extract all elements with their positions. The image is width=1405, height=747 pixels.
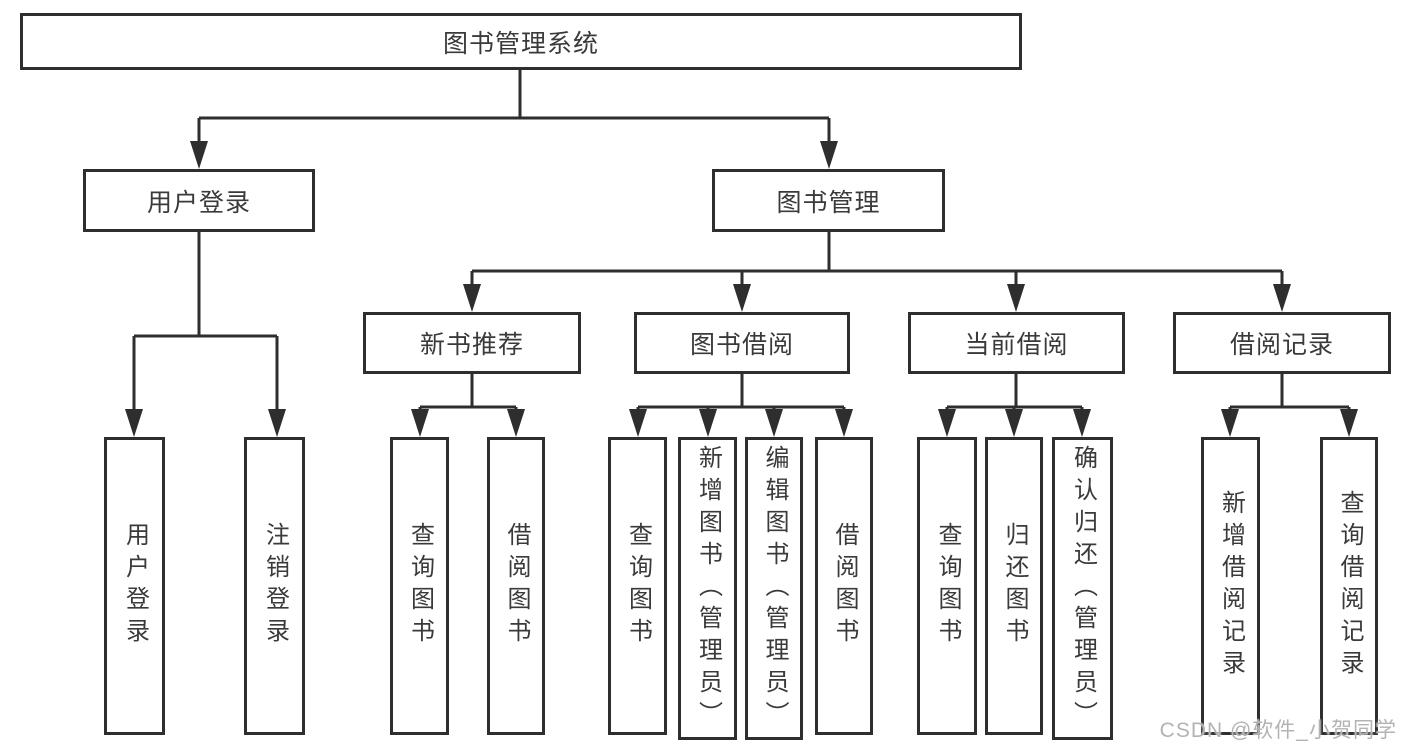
leaf-logout-label: 注销登录 <box>261 522 289 650</box>
leaf-edit-books-admin: 编辑图书（管理员） <box>745 437 803 740</box>
leaf-add-books-admin: 新增图书（管理员） <box>678 437 737 740</box>
node-book-management: 图书管理 <box>712 169 945 232</box>
leaf-query-books-3-label: 查询图书 <box>934 522 961 650</box>
leaf-query-books-2: 查询图书 <box>608 437 667 735</box>
leaf-return-books-label: 归还图书 <box>1001 522 1028 650</box>
node-borrowing-records: 借阅记录 <box>1173 312 1391 374</box>
leaf-query-books-1: 查询图书 <box>390 437 449 735</box>
leaf-borrow-books-2-label: 借阅图书 <box>831 522 858 650</box>
node-root: 图书管理系统 <box>20 13 1022 70</box>
leaf-query-books-3: 查询图书 <box>917 437 977 735</box>
leaf-confirm-return-admin-label: 确认归还（管理员） <box>1069 444 1097 733</box>
leaf-borrow-books-1: 借阅图书 <box>487 437 545 735</box>
leaf-add-borrow-record-label: 新增借阅记录 <box>1217 490 1245 682</box>
leaf-borrow-books-2: 借阅图书 <box>815 437 873 735</box>
leaf-add-borrow-record: 新增借阅记录 <box>1201 437 1260 735</box>
node-user-login: 用户登录 <box>83 169 315 232</box>
leaf-user-login-label: 用户登录 <box>121 522 149 650</box>
node-new-book-recommend: 新书推荐 <box>363 312 581 374</box>
leaf-user-login: 用户登录 <box>104 437 165 735</box>
leaf-query-borrow-record-label: 查询借阅记录 <box>1336 490 1363 682</box>
leaf-logout: 注销登录 <box>244 437 305 735</box>
leaf-add-books-admin-label: 新增图书（管理员） <box>694 444 722 733</box>
node-book-borrowing: 图书借阅 <box>634 312 850 374</box>
node-current-borrowing: 当前借阅 <box>908 312 1125 374</box>
leaf-query-borrow-record: 查询借阅记录 <box>1320 437 1378 735</box>
leaf-borrow-books-1-label: 借阅图书 <box>503 522 530 650</box>
leaf-return-books: 归还图书 <box>985 437 1043 735</box>
leaf-confirm-return-admin: 确认归还（管理员） <box>1052 437 1113 740</box>
leaf-edit-books-admin-label: 编辑图书（管理员） <box>761 444 788 733</box>
leaf-query-books-2-label: 查询图书 <box>624 522 652 650</box>
leaf-query-books-1-label: 查询图书 <box>406 522 434 650</box>
csdn-watermark: CSDN @软件_小贺同学 <box>1159 719 1397 742</box>
